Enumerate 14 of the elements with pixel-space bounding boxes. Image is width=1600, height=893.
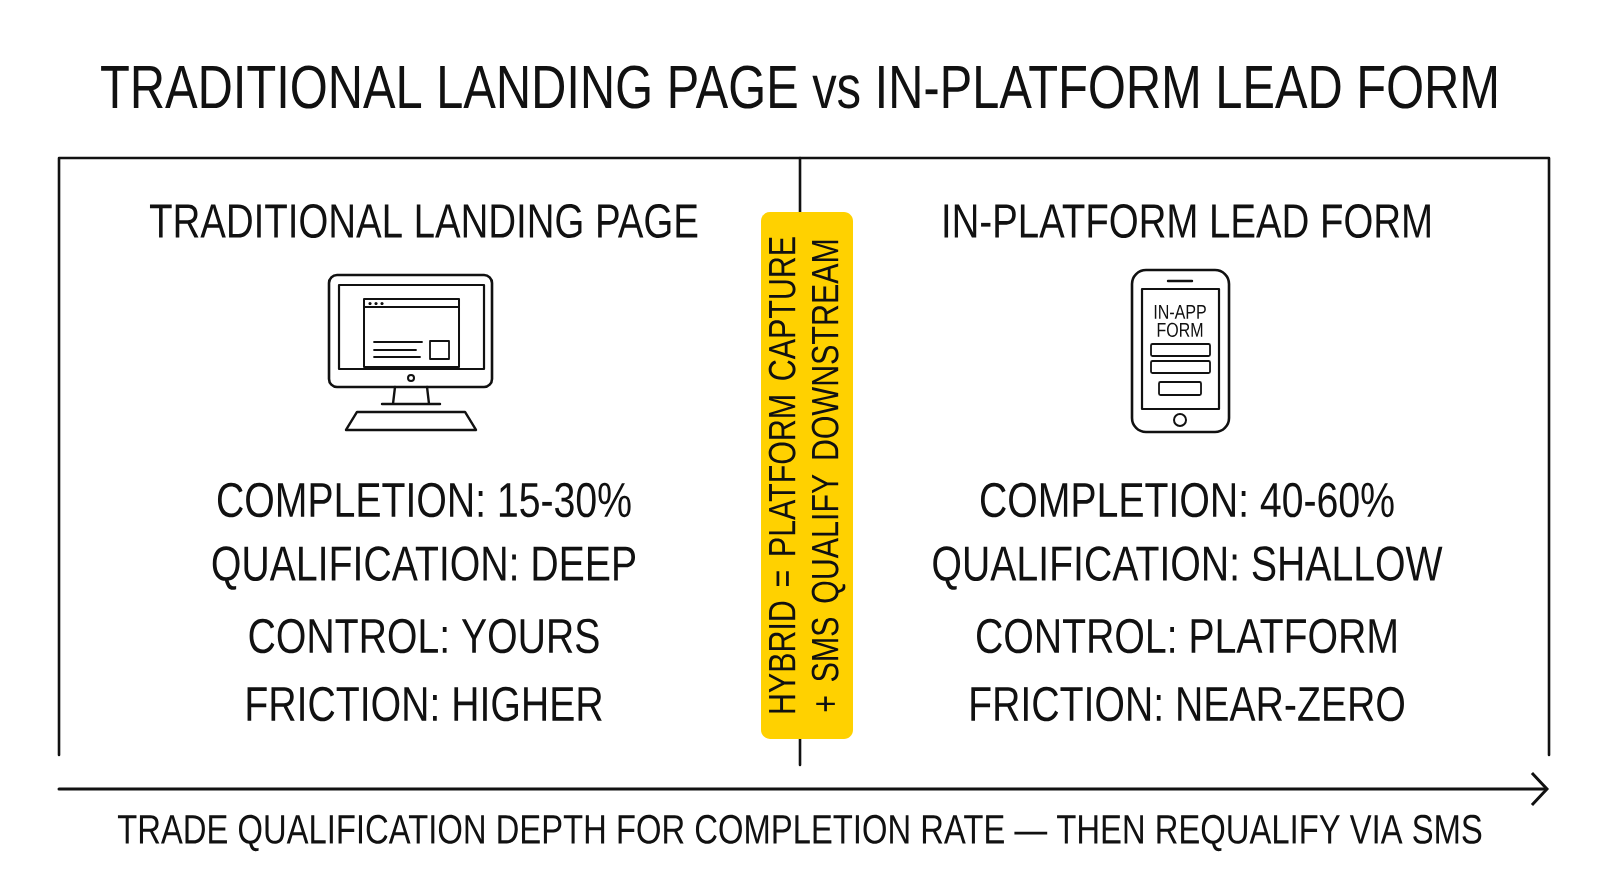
stat-line: FRICTION: NEAR-ZERO <box>971 686 1404 722</box>
stat-line: FRICTION: HIGHER <box>247 686 602 722</box>
highlight-band: HYBRID = PLATFORM CAPTURE + SMS QUALIFY DOWNSTREAM <box>761 212 853 739</box>
stat-line: CONTROL: PLATFORM <box>977 618 1396 654</box>
title: TRADITIONAL LANDING PAGE vs IN-PLATFORM LEAD FORM <box>101 65 1496 109</box>
stat-line: COMPLETION: 15-30% <box>217 482 631 518</box>
stat-line: QUALIFICATION: DEEP <box>212 546 635 590</box>
stat-line: CONTROL: YOURS <box>249 618 599 654</box>
stat-line: QUALIFICATION: SHALLOW <box>933 546 1443 590</box>
stat-line: COMPLETION: 40-60% <box>980 482 1394 518</box>
caption: TRADE QUALIFICATION DEPTH FOR COMPLETION RATE — THEN REQUALIFY VIA SMS <box>117 814 1482 852</box>
panel-heading: TRADITIONAL LANDING PAGE <box>150 204 698 238</box>
panel-heading: IN-PLATFORM LEAD FORM <box>944 204 1430 238</box>
screen-text: IN-APP FORM <box>1154 305 1206 337</box>
